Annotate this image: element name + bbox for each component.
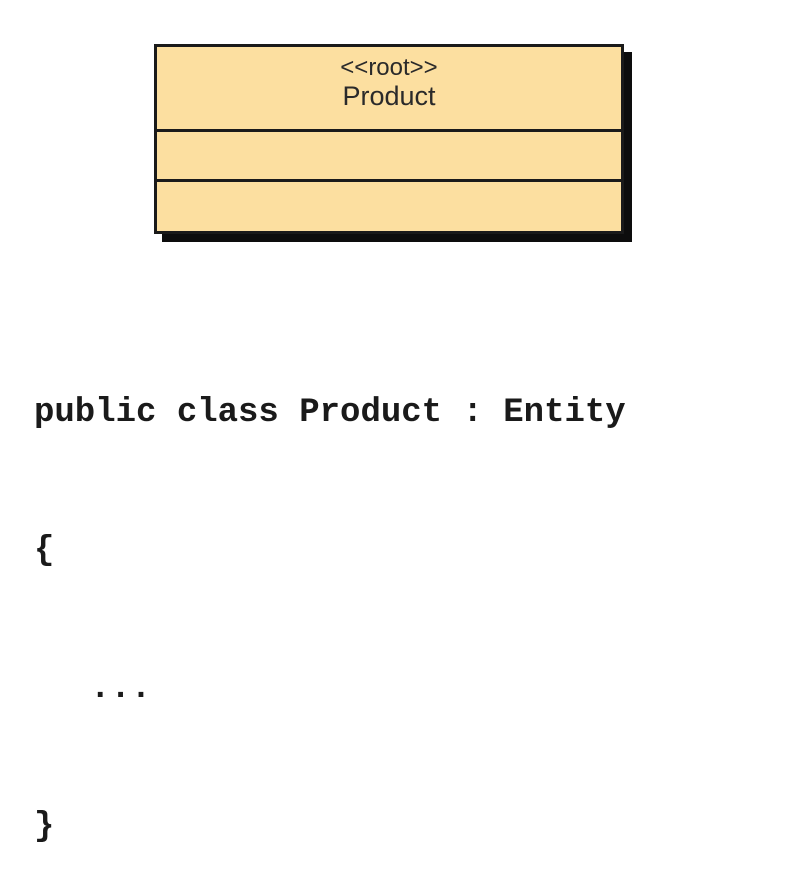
code-line-open-brace: { (34, 532, 55, 570)
code-line-body: ... (90, 670, 152, 708)
class-name: Product (342, 81, 436, 111)
code-line-declaration: public class Product : Entity (34, 394, 626, 432)
operations-compartment (157, 182, 621, 231)
class-stereotype: <<root>> (340, 54, 438, 81)
code-block: public class Product : Entity { ... } (34, 298, 626, 896)
uml-class-header: <<root>> Product (157, 47, 621, 132)
attributes-compartment (157, 132, 621, 182)
uml-class-box: <<root>> Product (154, 44, 624, 234)
code-line-close-brace: } (34, 808, 55, 846)
